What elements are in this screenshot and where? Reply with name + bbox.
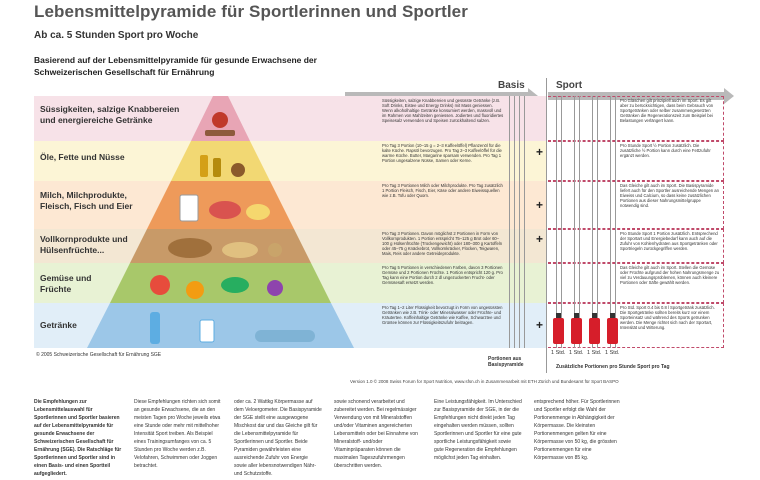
sport-desc-sweets: Pro Gläschen gilt prinzipiell auch im Sp… xyxy=(620,98,714,123)
row-label-grains: Vollkornprodukte und Hülsenfrüchte... xyxy=(40,234,128,255)
glass-icon xyxy=(199,319,215,343)
cheese-icon xyxy=(246,204,270,220)
sport-std-label: 1 Std. xyxy=(587,350,602,356)
potato-icon xyxy=(268,243,282,257)
tomato-icon xyxy=(150,275,170,295)
sport-box-sweets xyxy=(548,96,724,141)
sport-std-label: 1 Std. xyxy=(569,350,584,356)
sport-drink-bottle-icon xyxy=(589,313,600,344)
sport-portion-column-2 xyxy=(574,96,580,348)
sport-desc-grains: Pro Stunde Sport 1 Portion zusätzlich. E… xyxy=(620,231,718,251)
sport-column-heading: Sport xyxy=(556,80,583,91)
row-band-fats xyxy=(34,141,546,181)
sport-box-grains xyxy=(548,229,724,263)
sport-portions-label: Zusätzliche Portionen pro Stunde Sport p… xyxy=(556,364,670,370)
sport-box-fruit xyxy=(548,263,724,303)
sport-desc-fats: Pro Stunde Sport ½ Portion zusätzlich. D… xyxy=(620,143,711,158)
bottom-text-column-5: Eine Leistungsfähigkeit. Im Unterschied … xyxy=(434,399,522,461)
plus-fats: + xyxy=(536,145,544,159)
version-text: Version 1.0 © 2008 Swiss Forum for Sport… xyxy=(350,379,619,384)
sport-arrow-head xyxy=(724,88,734,104)
bottom-text-column-6: entsprechend höher. Für Sportlerinnen un… xyxy=(534,399,620,461)
row-label-drinks: Getränke xyxy=(40,320,77,330)
nuts-icon xyxy=(231,163,245,177)
sport-desc-fruit: Das Gleiche gilt auch im Sport. Stellen … xyxy=(620,265,720,285)
bottom-text-column-4: sowie schonend verarbeitet und zubereite… xyxy=(334,399,418,469)
row-band-sweets xyxy=(34,96,546,141)
basis-portion-column-2 xyxy=(519,96,525,348)
pasta-icon xyxy=(222,242,258,258)
sport-box-protein xyxy=(548,181,724,229)
intro-text: Basierend auf der Lebensmittelpyramide f… xyxy=(34,55,317,77)
sport-box-fats xyxy=(548,141,724,181)
sport-portion-column-3 xyxy=(592,96,598,348)
bottom-text-column-3: oder ca. 2 Wattkg Körpermasse auf dem Ve… xyxy=(234,399,322,477)
chocolate-bar-icon xyxy=(205,130,235,136)
row-desc-drinks: Pro Tag 1–2 Liter Flüssigkeit bevorzugt … xyxy=(382,305,503,325)
sport-desc-protein: Das Gleiche gilt auch im Sport. Die Basi… xyxy=(620,183,719,208)
basis-portions-label: Portionen aus Basispyramide xyxy=(488,356,524,368)
sport-drink-bottle-icon xyxy=(553,313,564,344)
bottom-text-column-1: Die Empfehlungen zur Lebensmittelauswahl… xyxy=(34,399,122,477)
row-desc-sweets: Süssigkeiten, salzige Knabbereien und ge… xyxy=(382,98,504,123)
row-desc-grains: Pro Tag 3 Portionen. Davon möglichst 2 P… xyxy=(382,231,503,256)
page-subtitle: Ab ca. 5 Stunden Sport pro Woche xyxy=(34,30,199,41)
basis-column-heading: Basis xyxy=(498,80,525,91)
sport-drink-bottle-icon xyxy=(571,313,582,344)
row-label-fruit: Gemüse und Früchte xyxy=(40,273,92,294)
oil-bottle-icon xyxy=(200,155,208,177)
row-desc-protein: Pro Tag 3 Portionen Milch oder Milchprod… xyxy=(382,183,503,198)
row-label-fats: Öle, Fette und Nüsse xyxy=(40,152,125,162)
sport-portion-column-4 xyxy=(610,96,616,348)
bread-icon xyxy=(168,238,212,258)
oil-bottle-2-icon xyxy=(213,158,221,177)
page-title: Lebensmittelpyramide für Sportlerinnen u… xyxy=(34,2,468,21)
bottom-text-column-2: Diese Empfehlungen richten sich somit an… xyxy=(134,399,221,469)
copyright-text: © 2005 Schweizerische Gesellschaft für E… xyxy=(36,352,162,358)
meat-icon xyxy=(209,201,241,219)
sweets-food-icon xyxy=(212,112,228,128)
plus-grains: + xyxy=(536,232,544,246)
pyramid-layer-fruit xyxy=(110,263,331,303)
basis-sport-divider xyxy=(546,78,547,373)
pyramid-layer-drinks xyxy=(87,303,354,348)
sport-std-label: 1 Std. xyxy=(551,350,566,356)
grape-icon xyxy=(267,280,283,296)
basis-portion-column-1 xyxy=(509,96,515,348)
row-desc-fats: Pro Tag 3 Portion (10–15 g = 2–3 Kaffeel… xyxy=(382,143,502,163)
sport-std-label: 1 Std. xyxy=(605,350,620,356)
sport-desc-drinks: Pro Std. Sport 0.4 bis 0.8 l Sportgeträn… xyxy=(620,305,715,330)
row-label-protein: Milch, Milchprodukte, Fleisch, Fisch und… xyxy=(40,190,133,211)
large-bottle-icon xyxy=(255,330,315,342)
sport-portion-column-1 xyxy=(556,96,562,348)
vegetable-icon xyxy=(221,277,249,293)
water-bottle-icon xyxy=(150,312,160,344)
pyramid-layer-grains xyxy=(130,229,311,263)
sport-drink-bottle-icon xyxy=(607,313,618,344)
sport-box-drinks xyxy=(548,303,724,348)
row-desc-fruit: Pro Tag 5 Portionen in verschiedenen Far… xyxy=(382,265,503,285)
plus-protein: + xyxy=(536,198,544,212)
row-label-sweets: Süssigkeiten, salzige Knabbereien und en… xyxy=(40,104,180,125)
orange-icon xyxy=(186,281,204,299)
milk-carton-icon xyxy=(179,194,199,222)
plus-drinks: + xyxy=(536,318,544,332)
